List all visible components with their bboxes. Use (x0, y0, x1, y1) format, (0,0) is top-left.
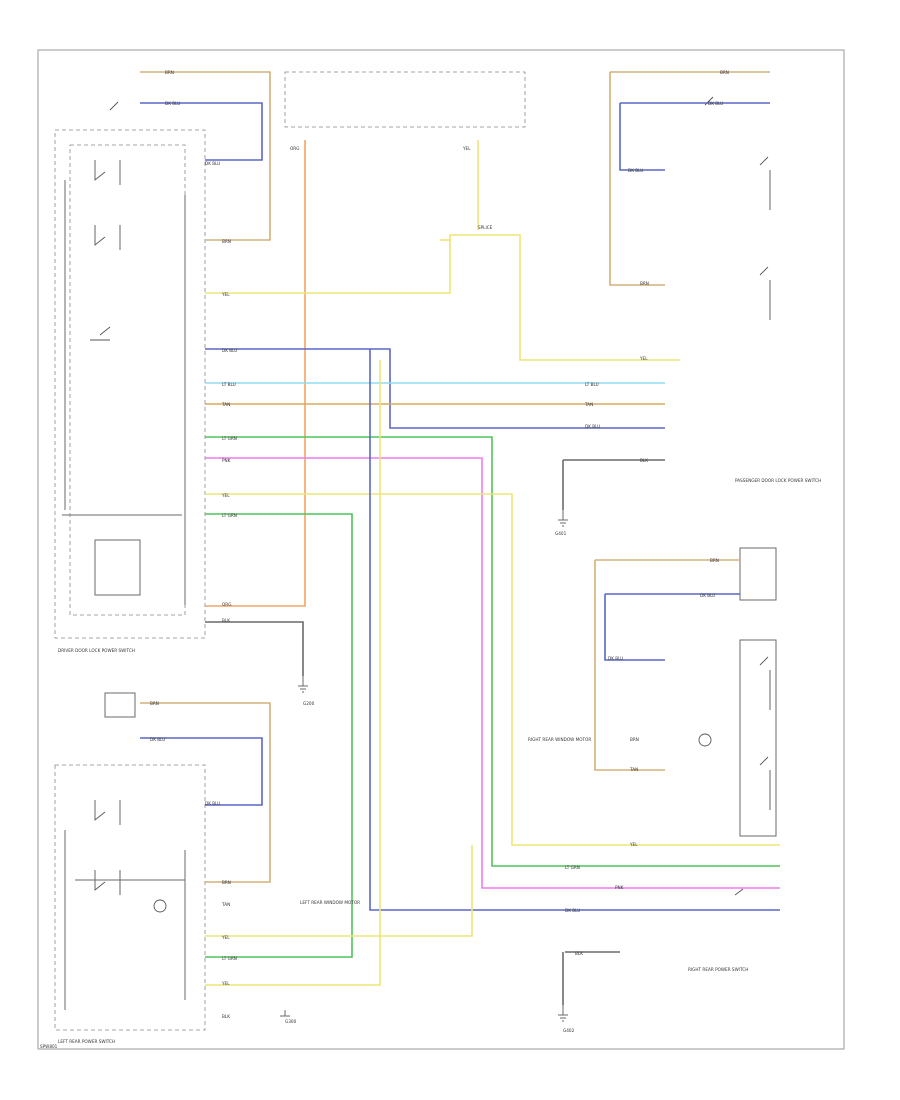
label-dkblu-r2: DK BLU (628, 168, 643, 173)
wire-ltgrn-lr-run (205, 513, 353, 958)
wire-lr-dkblu-feed (140, 737, 263, 806)
label-dkblu-top: DK BLU (165, 101, 180, 106)
label-ltgrn-rr: LT GRN (565, 865, 580, 870)
relay-center-box (284, 71, 526, 128)
wire-pnk-rr-run (205, 457, 780, 889)
wire-driver-dkblu-feed (140, 102, 263, 161)
label-blk-lr: BLK (222, 1014, 230, 1019)
label-splice: SPLICE (478, 225, 493, 230)
wire-rr-dkblu-down (604, 594, 665, 661)
wire-dkblu-lock-run (205, 348, 665, 429)
label-dkblu-rr2: DK BLU (608, 656, 623, 661)
label-dkblu-r: DK BLU (585, 424, 600, 429)
label-brn-lr2: BRN (222, 880, 231, 885)
label-dkblu-lr2: DK BLU (205, 801, 220, 806)
label-yel-lr: YEL (221, 935, 230, 940)
label-g300: G300 (285, 1019, 297, 1024)
label-org-top: ORG (290, 146, 299, 151)
label-brn-top: BRN (165, 70, 174, 75)
label-blk-rr: BLK (575, 951, 583, 956)
wire-pass-brn-down (609, 72, 665, 286)
label-pnk-rr: PNK (615, 885, 624, 890)
wire-yel-splice-run (205, 234, 680, 361)
driver-inner-module (69, 144, 186, 616)
label-tan-r: TAN (584, 402, 593, 407)
label-passenger-title: PASSENGER DOOR LOCK POWER SWITCH (735, 478, 821, 483)
label-blk-1: BLK (222, 618, 230, 623)
label-yel-top: YEL (462, 146, 471, 151)
label-g402: G402 (563, 1028, 575, 1033)
label-dkblu-lr: DK BLU (150, 737, 165, 742)
label-yel-r1: YEL (639, 356, 648, 361)
label-tan-lr: TAN (221, 902, 230, 907)
label-tan-rr: TAN (629, 767, 638, 772)
label-driver-title: DRIVER DOOR LOCK POWER SWITCH (58, 648, 135, 653)
label-blk-r: BLK (640, 458, 648, 463)
wire-ltgrn-rr-run (205, 436, 780, 867)
label-pnk-1: PNK (222, 458, 231, 463)
wire-yel-lr-run (205, 360, 381, 986)
left-rear-switch-box (54, 764, 206, 1031)
diagram-frame (37, 49, 845, 1050)
label-g200: G200 (303, 701, 315, 706)
label-yel-rr: YEL (629, 842, 638, 847)
switch-contacts (90, 96, 771, 913)
label-brn-r1: BRN (720, 70, 729, 75)
label-dkblu-in: DK BLU (205, 161, 220, 166)
label-tan-1: TAN (221, 402, 230, 407)
label-dkblu-r1: DK BLU (708, 101, 723, 106)
label-lblu-1: LT BLU (222, 382, 236, 387)
label-dkblu-rr: DK BLU (700, 593, 715, 598)
label-rr-title: RIGHT REAR POWER SWITCH (688, 967, 748, 972)
wire-labels: BRN DK BLU DK BLU BRN YEL DK BLU LT BLU … (40, 70, 821, 1049)
label-lr-title: LEFT REAR POWER SWITCH (58, 1039, 115, 1044)
label-brn-in: BRN (222, 239, 231, 244)
label-lblu-r: LT BLU (585, 382, 599, 387)
label-brn-r2: BRN (640, 281, 649, 286)
wire-yel-rr-run (205, 493, 780, 846)
wire-blk-g200 (205, 621, 304, 676)
label-ltgrn-1: LT GRN (222, 436, 237, 441)
label-page-id: SPW801 (40, 1044, 58, 1049)
wire-rr-brn-down (594, 560, 665, 771)
label-brn-rr3: BRN (630, 737, 639, 742)
wire-driver-brn-feed (140, 71, 271, 241)
wire-layer (140, 71, 780, 1005)
wire-pass-dkblu-down (619, 103, 665, 171)
driver-switch-box (54, 129, 206, 639)
label-dkblu-2: DK BLU (222, 348, 237, 353)
wire-lr-yel-run (205, 845, 473, 937)
label-ltgrn-2: LT GRN (222, 513, 237, 518)
label-ltgrn-lr: LT GRN (222, 956, 237, 961)
label-yel-lr2: YEL (221, 981, 230, 986)
lr-motor-box (104, 692, 136, 718)
label-dkblu-rr3: DK BLU (565, 908, 580, 913)
rr-switch-box (739, 639, 777, 837)
label-g401: G401 (555, 531, 567, 536)
rr-motor-box (739, 547, 777, 601)
label-yel-2: YEL (221, 493, 230, 498)
label-org-1: ORG (222, 602, 231, 607)
lock-actuator-box (94, 539, 141, 596)
label-brn-rr: BRN (710, 558, 719, 563)
label-brn-lr: BRN (150, 701, 159, 706)
wire-dkblu-rr-run (369, 349, 780, 911)
wire-org-power-run (205, 140, 306, 607)
wire-lr-brn-feed (140, 702, 271, 883)
label-lr-motor: LEFT REAR WINDOW MOTOR (300, 900, 360, 905)
driver-internal-lines (62, 180, 186, 1010)
label-yel-1: YEL (221, 292, 230, 297)
label-rr-motor: RIGHT REAR WINDOW MOTOR (528, 737, 591, 742)
ground-symbols (280, 510, 568, 1022)
